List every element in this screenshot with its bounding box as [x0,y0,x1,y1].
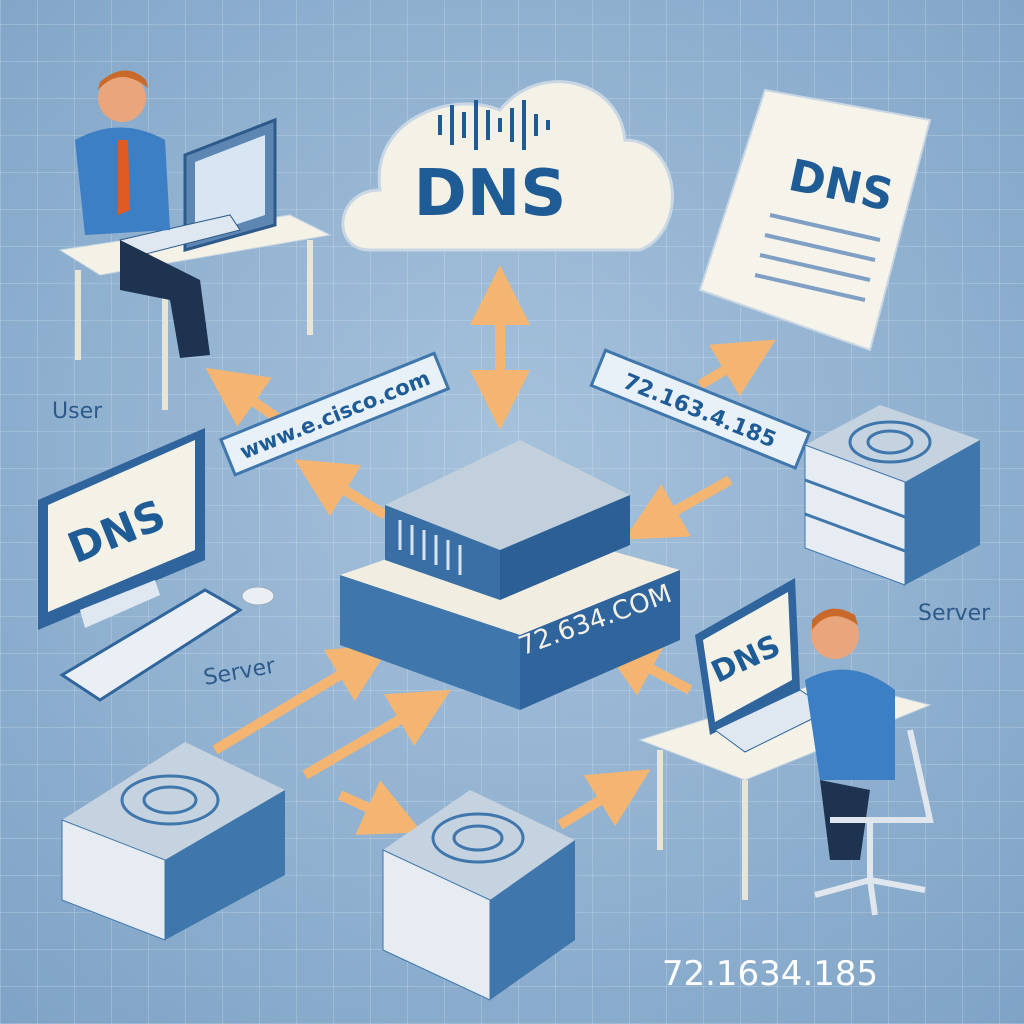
dns-monitor: DNS [38,428,275,702]
fan-icon [120,774,220,826]
arrow-bl-server [212,644,391,755]
cloud-title: DNS [414,157,567,231]
arrow-to-user [205,367,283,427]
bottom-center-server [382,790,575,1001]
footer-ip: 72.1634.185 [662,954,878,994]
ip-ribbon: 72.163.4.185 [589,348,812,470]
fan-icon [848,420,932,464]
document-lines [754,213,881,302]
arrow-right-server-in [623,475,733,540]
right-server-stack [804,405,980,586]
right-server-label: Server [918,601,991,626]
fan-icon [431,812,525,864]
left-server-label: Server [202,654,278,691]
arrow-server-to-ribbon [294,459,388,520]
user-body [805,669,895,780]
mouse [241,586,275,606]
arrow-laptop-to-server [598,640,693,696]
dns-cloud: DNS [341,80,674,252]
bottom-left-server [61,742,285,941]
user-label: User [52,399,103,424]
dns-document: DNS [698,88,932,352]
tie [118,140,130,215]
office-chair [814,729,934,916]
arrow-to-document [697,339,776,397]
laptop-workstation: DNS [638,578,934,916]
arrow-to-laptop [557,769,651,830]
flow-arrows [205,265,776,835]
central-dns-server: 72.634.COM [340,440,680,710]
user-workstation [58,70,332,410]
domain-ribbon: www.e.cisco.com [218,351,451,477]
arrow-bl-server-2 [302,689,451,780]
user-head [98,74,146,122]
signal-icon [438,100,550,150]
arrow-to-bottom-server [337,780,423,835]
keyboard [59,588,243,702]
